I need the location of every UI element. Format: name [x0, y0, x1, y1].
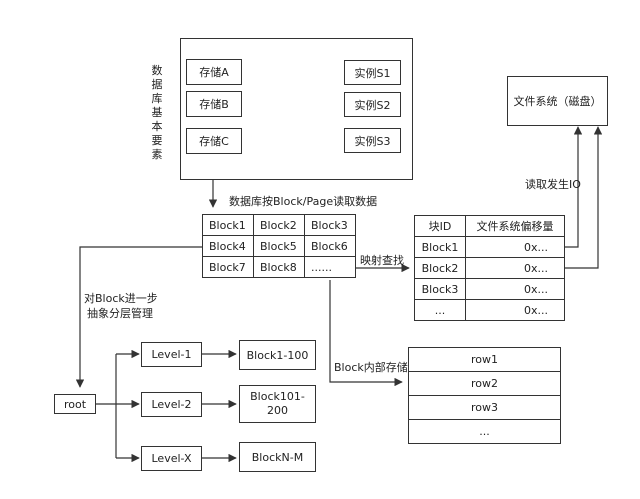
read-io-label: 读取发生IO [525, 178, 581, 191]
read-by-block-label: 数据库按Block/Page读取数据 [229, 195, 378, 208]
instance-s1: 实例S1 [344, 60, 401, 85]
fs-cell: 0x... [465, 236, 565, 258]
block-cell: ...... [304, 256, 356, 278]
fs-mapping-table: 块ID 文件系统偏移量 Block1 0x... Block2 0x... Bl… [414, 215, 565, 321]
instance-s3: 实例S3 [344, 128, 401, 153]
block-cell: Block1 [202, 214, 254, 236]
root-node: root [54, 394, 96, 414]
db-basic-title: 数据库基本要素 [151, 64, 163, 161]
abstract-label-line2: 抽象分层管理 [87, 307, 153, 320]
inner-storage-label: Block内部存储 [334, 361, 408, 374]
row-cell: row3 [408, 395, 561, 420]
storage-c: 存储C [186, 128, 242, 154]
level-x: Level-X [141, 446, 202, 471]
instance-s2: 实例S2 [344, 92, 401, 117]
range-block101-200: Block101- 200 [239, 385, 316, 423]
block-cell: Block4 [202, 235, 254, 257]
arrow-io-2 [565, 126, 603, 269]
range-block1-100: Block1-100 [239, 340, 316, 370]
block-cell: Block3 [304, 214, 356, 236]
file-system-box: 文件系统（磁盘） [507, 76, 608, 126]
fs-cell: Block2 [414, 257, 466, 279]
fs-header-id: 块ID [414, 215, 466, 237]
fs-header-offset: 文件系统偏移量 [465, 215, 565, 237]
fs-cell: 0x... [465, 278, 565, 300]
fs-cell: 0x... [465, 299, 565, 321]
block-cell: Block8 [253, 256, 305, 278]
level-1: Level-1 [141, 342, 202, 367]
fs-cell: ... [414, 299, 466, 321]
level-2: Level-2 [141, 392, 202, 417]
row-cell: ... [408, 419, 561, 444]
range-blockn-m: BlockN-M [239, 442, 316, 472]
map-label: 映射查找 [360, 254, 404, 267]
block-cell: Block6 [304, 235, 356, 257]
fs-cell: 0x... [465, 257, 565, 279]
storage-b: 存储B [186, 91, 242, 117]
row-storage-table: row1 row2 row3 ... [408, 347, 561, 444]
fs-cell: Block1 [414, 236, 466, 258]
storage-a: 存储A [186, 59, 242, 85]
row-cell: row2 [408, 371, 561, 396]
block-cell: Block2 [253, 214, 305, 236]
block-cell: Block5 [253, 235, 305, 257]
row-cell: row1 [408, 347, 561, 372]
block-grid: Block1 Block2 Block3 Block4 Block5 Block… [202, 214, 356, 278]
block-cell: Block7 [202, 256, 254, 278]
fs-cell: Block3 [414, 278, 466, 300]
abstract-label-line1: 对Block进一步 [84, 292, 158, 305]
